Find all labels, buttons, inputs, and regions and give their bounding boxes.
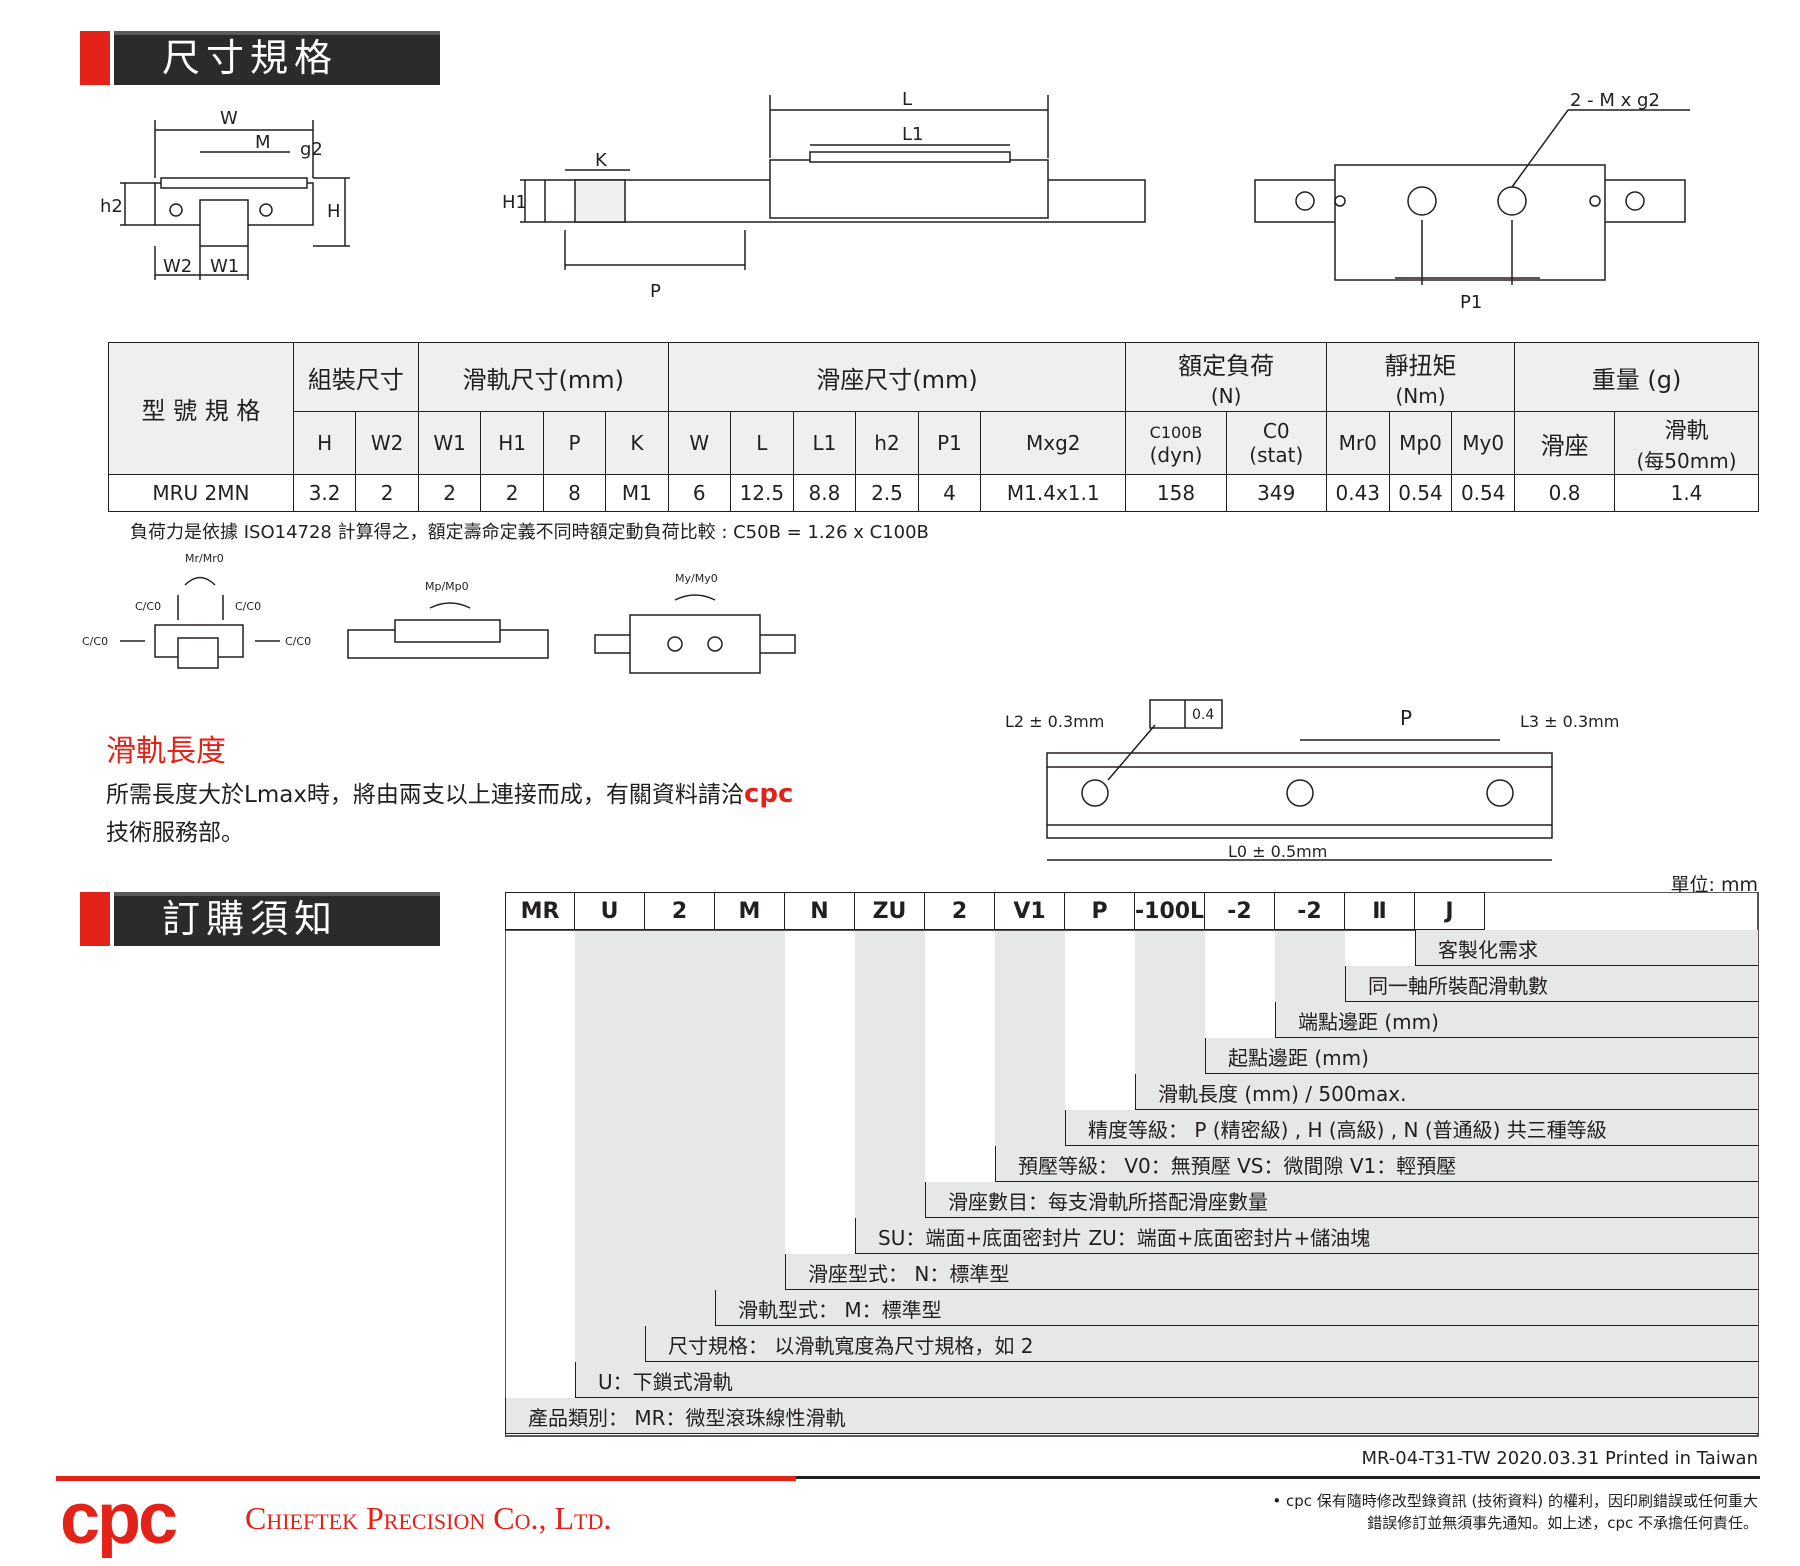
order-code-cell: -100L	[1135, 892, 1205, 930]
label-P: P	[650, 281, 661, 302]
order-desc-row: 滑軌型式： M：標準型	[715, 1290, 1758, 1326]
order-code-cell: ZU	[855, 892, 925, 930]
disclaimer: • cpc 保有隨時修改型錄資訊 (技術資料) 的權利，因印刷錯誤或任何重大 錯…	[1272, 1492, 1758, 1532]
order-desc-row: 精度等級： P (精密級) , H (高級) , N (普通級) 共三種等級	[1065, 1110, 1758, 1146]
cpc-logo: cpc	[60, 1479, 178, 1559]
label-W: W	[220, 108, 238, 129]
svg-text:L3 ± 0.3mm: L3 ± 0.3mm	[1520, 712, 1619, 731]
order-code-cell: N	[785, 892, 855, 930]
order-desc-row: 端點邊距 (mm)	[1275, 1002, 1758, 1038]
rail-length-text: 所需長度大於Lmax時，將由兩支以上連接而成，有關資料請洽cpc	[106, 779, 794, 809]
order-code-cell: 2	[925, 892, 995, 930]
order-code-cell: M	[715, 892, 785, 930]
order-code-cell: MR	[505, 892, 575, 930]
order-code-cell: 2	[645, 892, 715, 930]
order-desc-row: 客製化需求	[1415, 930, 1758, 966]
label-W2: W2	[163, 256, 192, 277]
doc-number: MR-04-T31-TW 2020.03.31 Printed in Taiwa…	[1361, 1448, 1758, 1469]
rail-length-title: 滑軌長度	[106, 734, 226, 769]
label-P1: P1	[1460, 292, 1482, 313]
label-M: M	[255, 132, 271, 153]
order-desc-row: 產品類別： MR：微型滾珠線性滑軌	[505, 1398, 1758, 1434]
order-code-cell: -2	[1205, 892, 1275, 930]
rail-length-drawing: L2 ± 0.3mm 0.4 P L3 ± 0.3mm L0 ± 0.5mm	[1005, 699, 1619, 861]
order-desc-row: SU：端面+底面密封片 ZU：端面+底面密封片+儲油塊	[855, 1218, 1758, 1254]
order-code-cell: J	[1415, 892, 1485, 930]
svg-text:My/My0: My/My0	[675, 572, 718, 585]
load-direction-drawings: Mr/Mr0 C/C0 C/C0 C/C0 C/C0 Mp/Mp0 My/My0	[82, 552, 796, 674]
svg-text:C/C0: C/C0	[82, 635, 108, 648]
model-header: 型 號 規 格	[108, 342, 294, 475]
order-code-cell: Ⅱ	[1345, 892, 1415, 930]
label-H: H	[327, 201, 341, 222]
company-name: Chieftek Precision Co., Ltd.	[245, 1500, 612, 1536]
order-desc-row: 滑座型式： N：標準型	[785, 1254, 1758, 1290]
spec-table: 型 號 規 格 組裝尺寸 滑軌尺寸(mm) 滑座尺寸(mm) 額定負荷(N) 靜…	[108, 342, 1759, 512]
order-desc-row: 同一軸所裝配滑軌數	[1345, 966, 1758, 1002]
svg-text:L0 ± 0.5mm: L0 ± 0.5mm	[1228, 842, 1327, 861]
order-code-cell: V1	[995, 892, 1065, 930]
order-desc-row: U：下鎖式滑軌	[575, 1362, 1758, 1398]
unit-label: 單位: mm	[1670, 874, 1758, 896]
label-W1: W1	[210, 256, 239, 277]
label-g2: g2	[300, 139, 323, 160]
label-L1: L1	[902, 124, 923, 145]
label-Mxg2: 2 - M x g2	[1570, 90, 1660, 111]
svg-text:Mr/Mr0: Mr/Mr0	[185, 552, 224, 565]
svg-text:P: P	[1400, 706, 1412, 730]
order-code-cell: -2	[1275, 892, 1345, 930]
order-desc-row: 滑軌長度 (mm) / 500max.	[1135, 1074, 1758, 1110]
order-code-cell: U	[575, 892, 645, 930]
order-desc-row: 滑座數目：每支滑軌所搭配滑座數量	[925, 1182, 1758, 1218]
svg-text:0.4: 0.4	[1192, 707, 1214, 723]
label-L: L	[902, 89, 912, 110]
svg-text:C/C0: C/C0	[135, 600, 161, 613]
order-desc-row: 尺寸規格： 以滑軌寬度為尺寸規格，如 2	[645, 1326, 1758, 1362]
label-h2: h2	[100, 196, 123, 217]
label-H1: H1	[502, 192, 527, 213]
load-note: 負荷力是依據 ISO14728 計算得之，額定壽命定義不同時額定動負荷比較 : …	[130, 522, 929, 543]
dimension-drawings: W M g2 h2 H W2 W1 L L1 K H1 P P1 2 - M x…	[100, 89, 1690, 313]
order-desc-row: 起點邊距 (mm)	[1205, 1038, 1758, 1074]
order-desc-row: 預壓等級： V0：無預壓 VS：微間隙 V1：輕預壓	[995, 1146, 1758, 1182]
table-row: MRU 2MN 3.2 2 2 2 8 M1 6 12.5 8.8 2.5 4 …	[108, 474, 1759, 512]
svg-text:L2 ± 0.3mm: L2 ± 0.3mm	[1005, 712, 1104, 731]
svg-text:Mp/Mp0: Mp/Mp0	[425, 580, 469, 593]
svg-text:C/C0: C/C0	[285, 635, 311, 648]
label-K: K	[595, 150, 608, 171]
order-code-cell: P	[1065, 892, 1135, 930]
svg-text:C/C0: C/C0	[235, 600, 261, 613]
